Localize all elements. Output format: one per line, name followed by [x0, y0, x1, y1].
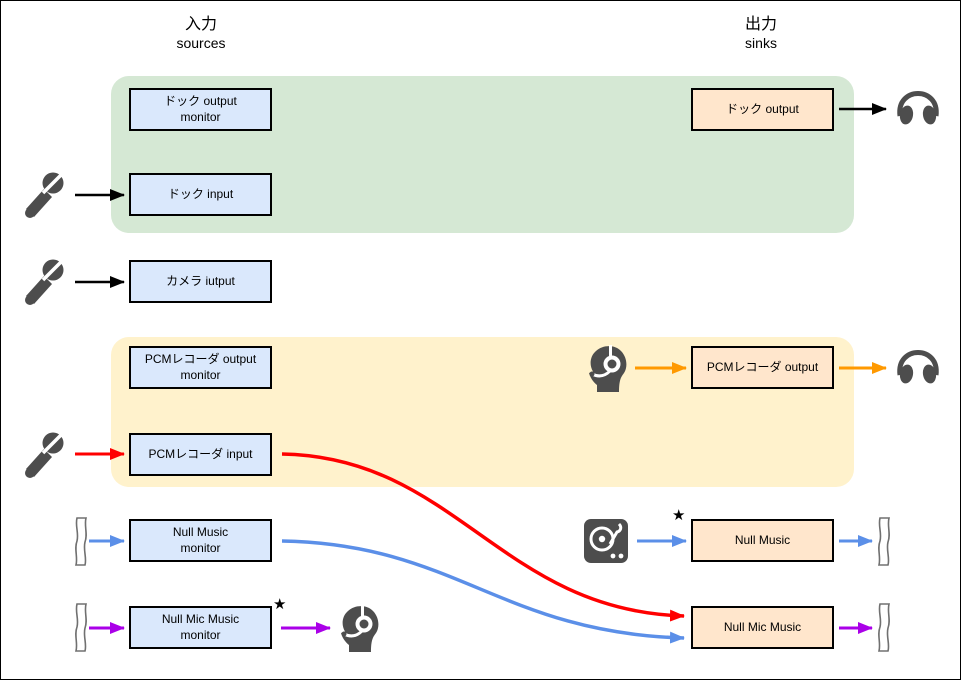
sinks-subtitle: sinks	[745, 35, 777, 51]
node-camera-input: カメラ iutput	[129, 260, 272, 303]
stream-squiggle-icon	[877, 603, 891, 652]
node-dock-output: ドック output	[691, 88, 834, 131]
node-null-music-monitor: Null Music monitor	[129, 519, 272, 562]
stream-squiggle-icon	[74, 517, 88, 566]
microphone-icon	[25, 171, 65, 218]
node-pcm-input: PCMレコーダ input	[129, 433, 272, 476]
sinks-header: 出力 sinks	[681, 15, 841, 52]
sources-title: 入力	[184, 16, 217, 33]
sources-header: 入力 sources	[121, 15, 281, 52]
node-pcm-output: PCMレコーダ output	[691, 346, 834, 389]
turntable-icon	[584, 519, 628, 563]
node-dock-output-monitor: ドック output monitor	[129, 88, 272, 131]
stream-squiggle-icon	[877, 517, 891, 566]
default-star-null-mic-music-monitor: ★	[273, 596, 287, 613]
node-null-music: Null Music	[691, 519, 834, 562]
sinks-title: 出力	[744, 16, 777, 33]
microphone-icon	[25, 258, 65, 305]
node-null-mic-music: Null Mic Music	[691, 606, 834, 649]
headset-operator-icon	[341, 605, 379, 652]
sources-subtitle: sources	[176, 35, 226, 51]
default-star-null-music: ★	[672, 507, 686, 524]
route-null-music-monitor-to-null-mic-music	[281, 539, 685, 644]
node-dock-input: ドック input	[129, 173, 272, 216]
stream-squiggle-icon	[74, 603, 88, 652]
headphones-icon	[897, 91, 939, 125]
headphones-icon	[897, 350, 939, 384]
microphone-icon	[25, 431, 65, 478]
node-null-mic-music-monitor: Null Mic Music monitor	[129, 606, 272, 649]
node-pcm-output-monitor: PCMレコーダ output monitor	[129, 346, 272, 389]
